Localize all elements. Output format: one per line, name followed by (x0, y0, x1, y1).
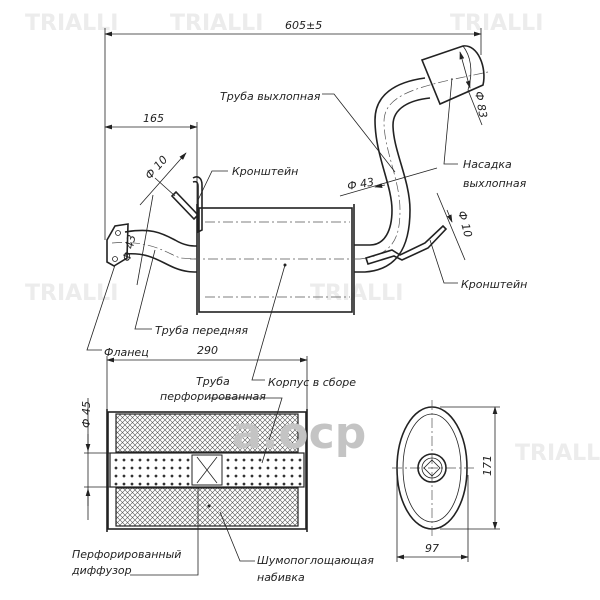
packing-lower (115, 487, 299, 527)
label-tip-line1: Насадка (463, 158, 512, 171)
bracket-right-shape (364, 224, 448, 265)
label-packing-line1: Шумопоглощающая (257, 554, 374, 567)
label-perf-tube-line1: Труба (196, 375, 230, 388)
watermark-brand: TRIALLI (515, 441, 600, 466)
dimension-length: 290 (197, 344, 218, 357)
watermark-layer: TRIALLI TRIALLI TRIALLI TRIALLI TRIALLI … (25, 11, 600, 466)
flange-shape (106, 223, 129, 267)
dia-perforated-tube: Ф 45 (80, 401, 93, 428)
muffler-body-shape (198, 207, 353, 313)
label-diffuser-line1: Перфорированный (72, 548, 181, 561)
watermark-brand: TRIALLI (310, 281, 403, 306)
watermark-brand: TRIALLI (25, 281, 118, 306)
label-flange: Фланец (104, 346, 149, 359)
watermark-brand: TRIALLI (170, 11, 263, 36)
label-diffuser-line2: диффузор (71, 564, 132, 577)
label-front-pipe: Труба передняя (155, 324, 248, 337)
exhaust-tip-shape (420, 45, 485, 106)
front-pipe-shape (124, 229, 198, 247)
end-view: 171 97 (392, 400, 500, 562)
label-packing-line2: набивка (257, 571, 305, 584)
bracket-left-shape (170, 190, 200, 221)
watermark-site: a.ocp (232, 408, 366, 459)
top-view: 605±5 165 Ф 10 Ф 43 Ф 83 Ф 10 (86, 19, 527, 389)
label-perf-tube-line2: перфорированная (160, 390, 266, 403)
dimension-overall: 605±5 (285, 19, 322, 32)
dimension-flange-offset: 165 (143, 112, 164, 125)
dia-bracket-left: Ф 10 (143, 153, 171, 182)
dimension-width: 97 (425, 542, 439, 555)
label-bracket-right: Кронштейн (461, 278, 527, 291)
dia-tip: Ф 83 (472, 90, 489, 119)
pipe-outlet (417, 453, 447, 483)
dimension-height: 171 (481, 455, 494, 476)
dia-bracket-right: Ф 10 (455, 209, 475, 238)
section-view: 290 Ф 45 Труба перфорированная Перфориро… (71, 344, 374, 584)
dia-exhaust-pipe: Ф 43 (346, 175, 375, 192)
exhaust-pipe-shape (354, 77, 426, 246)
label-tip-line2: выхлопная (463, 177, 527, 190)
watermark-brand: TRIALLI (25, 11, 118, 36)
label-body: Корпус в сборе (268, 376, 356, 389)
label-exhaust-pipe: Труба выхлопная (220, 90, 321, 103)
watermark-brand: TRIALLI (450, 11, 543, 36)
label-bracket-left: Кронштейн (232, 165, 298, 178)
dia-front-pipe: Ф 43 (120, 234, 138, 263)
